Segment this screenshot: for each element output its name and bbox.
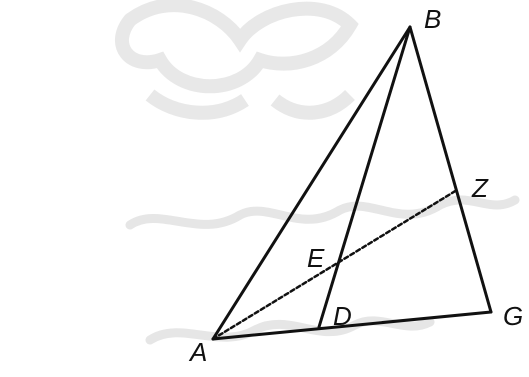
lines-group — [211, 25, 493, 341]
point-label-A: A — [190, 337, 208, 367]
segment-BG — [408, 25, 493, 314]
segment-AB — [211, 25, 412, 341]
point-label-B: B — [424, 4, 442, 34]
segment-AG — [211, 310, 493, 341]
point-label-E: E — [307, 243, 325, 273]
point-label-Z: Z — [472, 173, 488, 203]
segment-BD — [317, 25, 412, 329]
point-label-G: G — [503, 301, 524, 331]
segment-AZ-dashed — [211, 188, 459, 341]
point-label-D: D — [333, 301, 352, 331]
watermark-logo — [115, 0, 359, 120]
